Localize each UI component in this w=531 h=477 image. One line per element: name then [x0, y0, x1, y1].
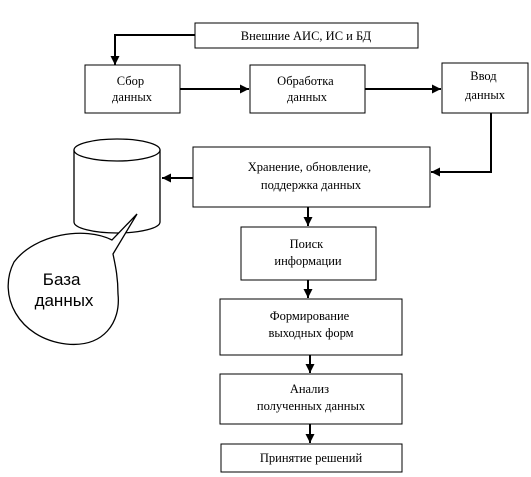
node-external-sources-label: Внешние АИС, ИС и БД: [241, 29, 372, 43]
svg-text:Формирование выходных фо: Формирование выходных форм: [268, 309, 353, 340]
node-output-forms: Формирование выходных форм: [219, 298, 403, 356]
node-storage-line-1: Хранение, обновление,: [248, 160, 371, 174]
connector-external-to-collect: [110, 34, 195, 65]
node-input-data-line-2: данных: [465, 88, 506, 102]
svg-text:Внешние АИС, ИС и БД: Внешние АИС, ИС и БД: [241, 29, 372, 43]
node-collect-data-line-2: данных: [112, 90, 153, 104]
callout-line-1: База: [43, 270, 81, 289]
svg-text:Поиск информации: Поиск информации: [274, 237, 342, 268]
node-collect-data: Сбор данных: [84, 64, 181, 114]
connector-input-to-storage: [431, 113, 492, 177]
node-storage-line-2: поддержка данных: [261, 178, 362, 192]
connectors: [110, 34, 492, 443]
node-external-sources: Внешние АИС, ИС и БД: [194, 22, 419, 49]
node-analysis-line-1: Анализ: [290, 382, 329, 396]
node-collect-data-line-1: Сбор: [117, 74, 144, 88]
node-input-data-line-1: Ввод: [470, 69, 497, 83]
node-analysis: Анализ полученных данных: [219, 373, 403, 425]
svg-text:Ввод данных: Ввод данных: [465, 69, 506, 102]
node-process-data-line-2: данных: [287, 90, 328, 104]
node-decision: Принятие решений: [220, 443, 403, 473]
node-decision-label: Принятие решений: [260, 451, 363, 465]
node-storage: Хранение, обновление, поддержка данных: [192, 146, 431, 208]
svg-text:Сбор данных: Сбор данных: [112, 74, 153, 104]
node-search-line-2: информации: [274, 254, 342, 268]
svg-text:Принятие решений: Принятие решений: [260, 451, 363, 465]
database-cylinder: [73, 138, 161, 234]
node-search: Поиск информации: [240, 226, 377, 281]
callout-label: База данных: [35, 270, 94, 310]
node-output-forms-line-1: Формирование: [270, 309, 350, 323]
node-process-data-line-1: Обработка: [277, 74, 334, 88]
svg-text:Обработка данных: Обработка данных: [277, 74, 337, 104]
database-callout-bubble: [7, 213, 138, 345]
node-search-line-1: Поиск: [290, 237, 325, 251]
node-analysis-line-2: полученных данных: [257, 399, 366, 413]
svg-text:Хранение, обновление, по: Хранение, обновление, поддержка данных: [248, 160, 375, 192]
node-output-forms-line-2: выходных форм: [268, 326, 353, 340]
callout-line-2: данных: [35, 291, 94, 310]
node-process-data: Обработка данных: [249, 64, 366, 114]
node-input-data: Ввод данных: [441, 62, 529, 114]
svg-text:Анализ полученных данных: Анализ полученных данных: [257, 382, 366, 413]
